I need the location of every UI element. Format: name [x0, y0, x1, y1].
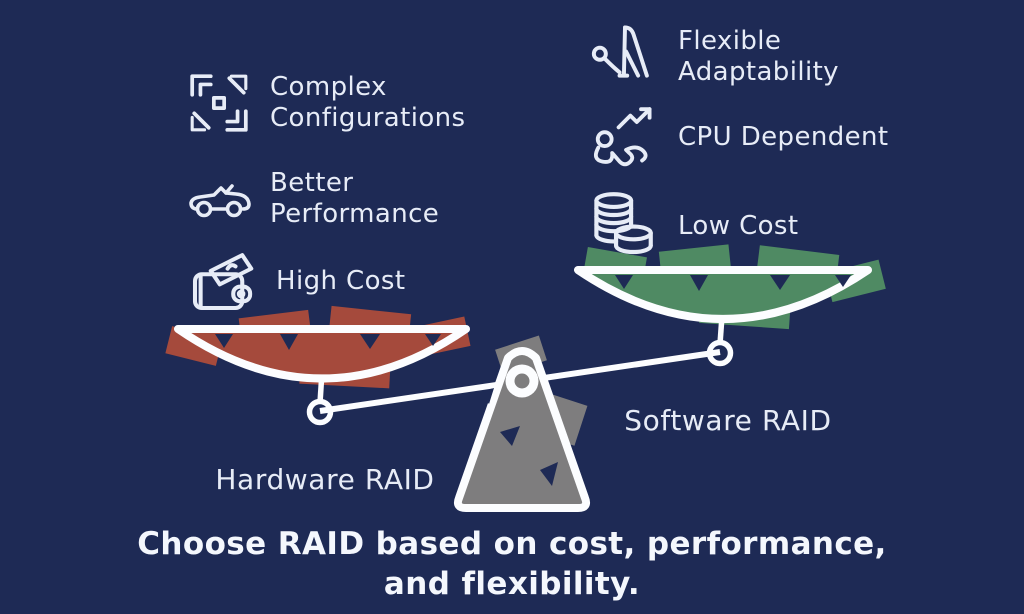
- fulcrum-notches: [480, 388, 558, 486]
- feature-label: Complex Configurations: [270, 72, 466, 133]
- feature-label: Flexible Adaptability: [678, 26, 839, 87]
- software-pan-notches: [615, 275, 851, 291]
- feature-better-performance: Better Performance: [188, 168, 439, 230]
- wallet-money-icon: [186, 244, 258, 318]
- sports-car-icon: [188, 175, 252, 223]
- chip-maze-icon: [186, 70, 252, 136]
- hardware-raid-label: Hardware RAID: [215, 463, 435, 496]
- pivot-hole: [514, 373, 530, 389]
- hardware-pan: [174, 325, 470, 383]
- caption-text: Choose RAID based on cost, performance, …: [137, 526, 887, 602]
- hardware-pan-notches: [215, 334, 441, 350]
- feature-label: CPU Dependent: [678, 121, 889, 152]
- feature-cpu-dependent: CPU Dependent: [590, 106, 889, 168]
- feature-high-cost: High Cost: [186, 244, 405, 318]
- feature-label: High Cost: [276, 265, 406, 296]
- hanger-ring-right: [706, 339, 734, 367]
- feature-label: Better Performance: [270, 168, 440, 229]
- software-raid-label: Software RAID: [624, 404, 832, 437]
- coin-stacks-icon: [586, 190, 660, 262]
- stretching-person-icon: [590, 22, 660, 92]
- feature-label: Low Cost: [678, 210, 799, 241]
- feature-flexible-adaptability: Flexible Adaptability: [590, 22, 839, 92]
- feature-low-cost: Low Cost: [586, 190, 798, 262]
- feature-complex-configurations: Complex Configurations: [186, 70, 465, 136]
- effort-growth-arrow-icon: [590, 106, 660, 168]
- hanger-ring-left: [306, 398, 334, 426]
